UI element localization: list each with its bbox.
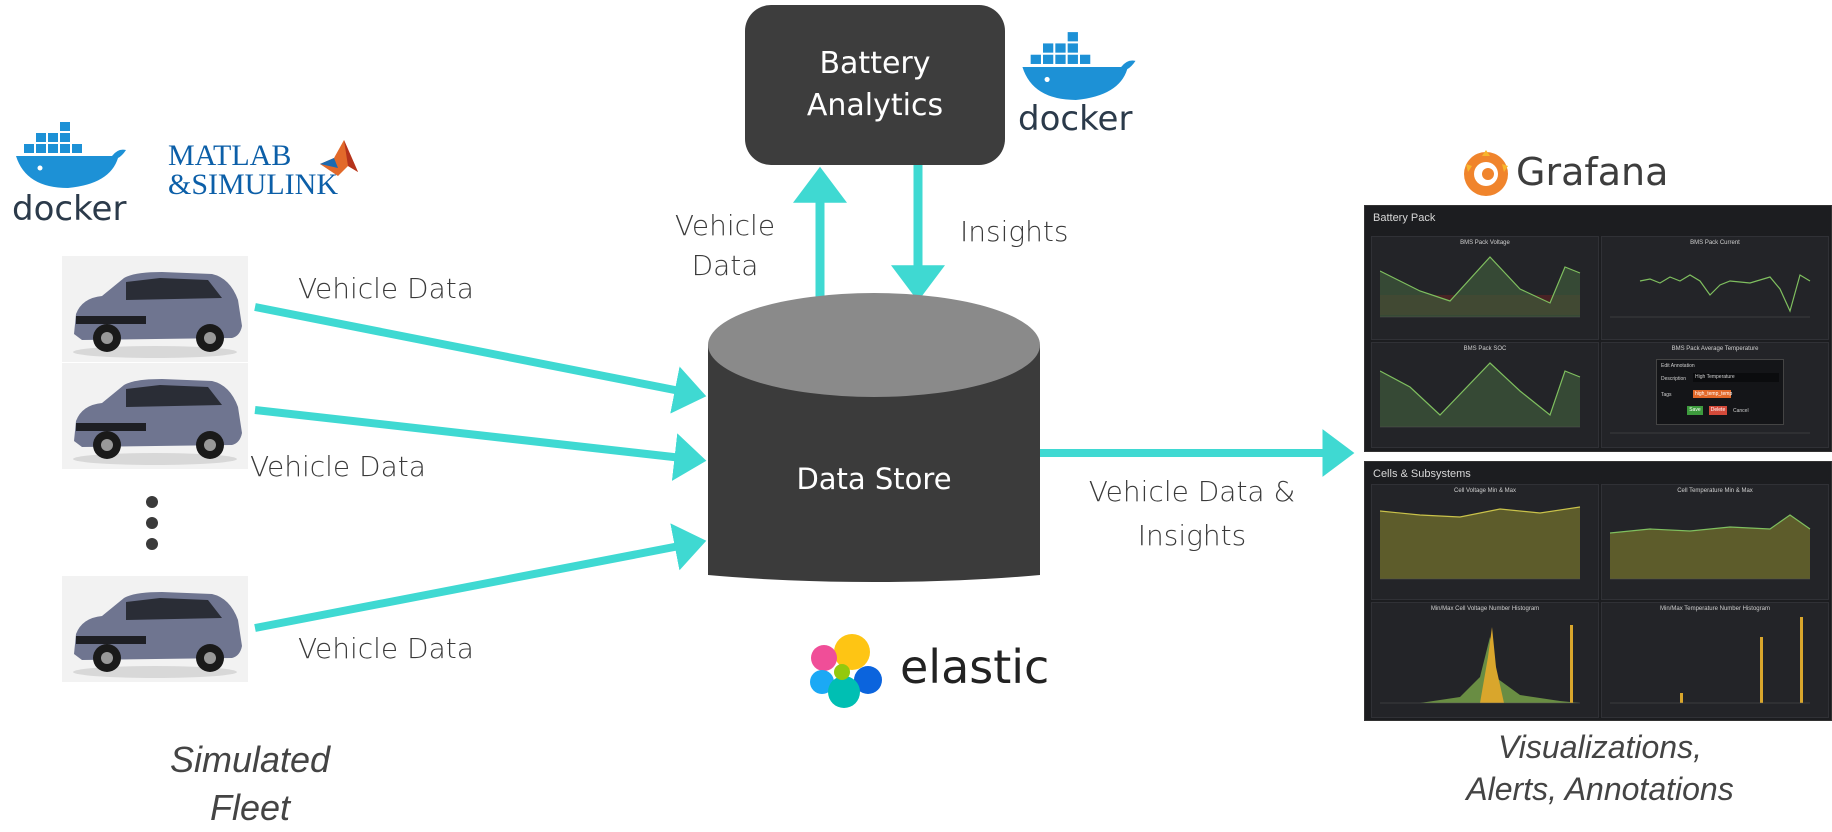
- simulink-wordmark: &SIMULINK: [168, 168, 338, 201]
- dashboard-section-title: Cells & Subsystems: [1373, 468, 1471, 480]
- caption-visualizations: Visualizations, Alerts, Annotations: [1410, 726, 1790, 810]
- panel-graph: [1380, 625, 1580, 704]
- data-store-cylinder: [708, 293, 1040, 583]
- panel-graph: [1610, 514, 1811, 580]
- annotation-save-button[interactable]: Save: [1687, 406, 1703, 415]
- panel-graph: [1380, 506, 1581, 580]
- panel-temperature-histogram[interactable]: Min/Max Temperature Number Histogram: [1601, 602, 1829, 718]
- docker-whale-icon: [16, 122, 126, 188]
- panel-bms-pack-current[interactable]: BMS Pack Current: [1601, 236, 1829, 340]
- caption-viz-line1: Visualizations,: [1498, 729, 1702, 765]
- matlab-wordmark: MATLAB: [168, 139, 292, 172]
- flow-label-to-grafana-line1: Vehicle Data &: [1088, 475, 1296, 508]
- grafana-dashboard-cells-subsystems: Cells & Subsystems Cell Voltage Min & Ma…: [1364, 461, 1832, 721]
- panel-graph: [1380, 256, 1581, 318]
- flow-label-car2: Vehicle Data: [250, 450, 426, 483]
- arrow-car3-to-store: [254, 523, 707, 632]
- grafana-swirl-icon: [1464, 150, 1508, 196]
- flow-label-to-analytics-line2: Data: [691, 249, 759, 282]
- panel-bms-pack-voltage[interactable]: BMS Pack Voltage: [1371, 236, 1599, 340]
- flow-label-to-grafana-line2: Insights: [1137, 519, 1247, 552]
- caption-fleet-line1: Simulated: [169, 739, 331, 780]
- panel-title: BMS Pack Current: [1690, 240, 1740, 246]
- flow-label-to-grafana: Vehicle Data & Insights: [1062, 470, 1322, 558]
- grafana-dashboard-battery-pack: Battery Pack BMS Pack Voltage BMS Pack C…: [1364, 205, 1832, 452]
- analytics-line1: Battery: [819, 46, 931, 81]
- flow-label-insights: Insights: [960, 215, 1069, 248]
- caption-simulated-fleet: Simulated Fleet: [120, 736, 380, 832]
- matlab-membrane-icon: [320, 140, 358, 176]
- panel-graph: [1610, 432, 1810, 434]
- arrow-car1-to-store: [254, 303, 707, 414]
- annotation-description-label: Description: [1661, 376, 1687, 382]
- annotation-title: Edit Annotation: [1661, 363, 1695, 369]
- grafana-logo: Grafana: [1460, 148, 1720, 204]
- docker-wordmark-left: docker: [12, 189, 127, 229]
- docker-logo-right: docker: [1018, 28, 1142, 139]
- elastic-wordmark: elastic: [900, 640, 1050, 694]
- annotation-tags-label: Tags: [1661, 392, 1672, 398]
- elastic-cluster-icon: [810, 634, 882, 708]
- annotation-dialog[interactable]: Edit Annotation Description High Tempera…: [1656, 359, 1784, 425]
- annotation-tag[interactable]: high_temp_temp: [1693, 390, 1733, 398]
- flow-label-to-analytics-line1: Vehicle: [674, 209, 776, 242]
- docker-wordmark-right: docker: [1018, 99, 1133, 139]
- docker-whale-icon: [1022, 32, 1136, 100]
- vehicle-image-2: [62, 363, 248, 469]
- caption-fleet-line2: Fleet: [209, 787, 291, 828]
- panel-bms-pack-soc[interactable]: BMS Pack SOC: [1371, 342, 1599, 448]
- panel-title: Min/Max Temperature Number Histogram: [1660, 606, 1770, 612]
- panel-graph: [1380, 362, 1581, 428]
- panel-cell-voltage-min-max[interactable]: Cell Voltage Min & Max: [1371, 484, 1599, 600]
- matlab-simulink-logo: MATLAB &SIMULINK: [168, 139, 368, 201]
- panel-graph: [1610, 274, 1811, 318]
- panel-title: BMS Pack Average Temperature: [1671, 346, 1759, 352]
- vehicle-image-1: [62, 256, 248, 362]
- flow-label-car3: Vehicle Data: [298, 632, 474, 665]
- annotation-description-input[interactable]: High Temperature: [1693, 373, 1779, 382]
- flow-label-to-analytics: Vehicle Data: [650, 206, 800, 286]
- panel-title: BMS Pack Voltage: [1460, 240, 1510, 246]
- panel-title: Cell Voltage Min & Max: [1453, 488, 1517, 494]
- flow-label-car1: Vehicle Data: [298, 272, 474, 305]
- docker-logo-left: docker: [12, 118, 132, 229]
- data-store-label: Data Store: [796, 462, 952, 496]
- analytics-line2: Analytics: [806, 88, 944, 123]
- vehicle-image-3: [62, 576, 248, 682]
- caption-viz-line2: Alerts, Annotations: [1466, 771, 1734, 807]
- annotation-cancel-link[interactable]: Cancel: [1733, 408, 1749, 414]
- arrow-car2-to-store: [254, 406, 707, 481]
- panel-title: BMS Pack SOC: [1463, 346, 1507, 352]
- battery-analytics-box: Battery Analytics: [745, 5, 1005, 165]
- dashboard-section-title: Battery Pack: [1373, 212, 1436, 224]
- panel-graph: [1610, 617, 1810, 704]
- panel-cell-temperature-min-max[interactable]: Cell Temperature Min & Max: [1601, 484, 1829, 600]
- annotation-delete-button[interactable]: Delete: [1709, 406, 1727, 415]
- panel-title: Min/Max Cell Voltage Number Histogram: [1430, 606, 1540, 612]
- panel-cell-voltage-histogram[interactable]: Min/Max Cell Voltage Number Histogram: [1371, 602, 1599, 718]
- ellipsis-dots: [146, 496, 158, 550]
- panel-bms-pack-average-temperature[interactable]: BMS Pack Average Temperature Edit Annota…: [1601, 342, 1829, 448]
- grafana-wordmark: Grafana: [1516, 150, 1669, 194]
- panel-title: Cell Temperature Min & Max: [1677, 488, 1753, 494]
- elastic-logo: elastic: [808, 630, 1068, 710]
